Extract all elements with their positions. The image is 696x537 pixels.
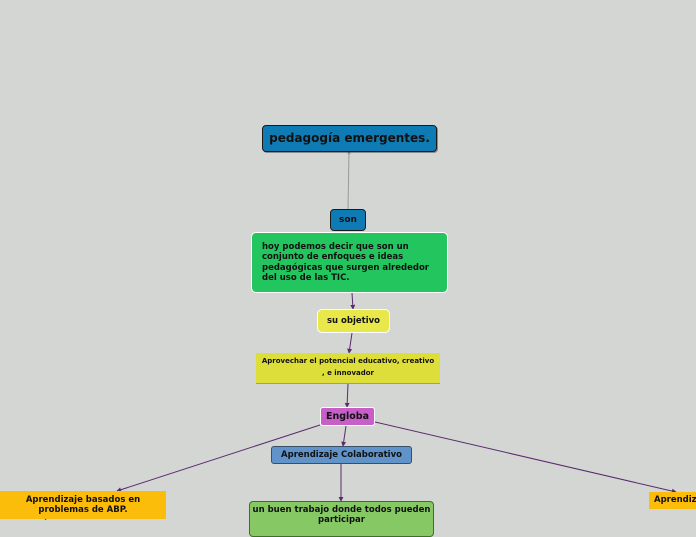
node-colaborativo-label: Aprendizaje Colaborativo (281, 449, 402, 460)
link-title-son-dot (347, 151, 351, 155)
node-title-label: pedagogía emergentes. (269, 131, 430, 146)
link-aprovechar-engloba (344, 383, 350, 408)
node-abp[interactable]: Aprendizaje basados en problemas de ABP. (0, 491, 166, 519)
node-colaborativo[interactable]: Aprendizaje Colaborativo (271, 446, 412, 464)
node-engloba[interactable]: Engloba (320, 407, 375, 426)
node-son-label: son (339, 214, 357, 225)
node-engloba-label: Engloba (325, 410, 370, 422)
node-title[interactable]: pedagogía emergentes. (262, 125, 437, 152)
node-son[interactable]: son (330, 209, 366, 231)
node-abp-label: Aprendizaje basados en problemas de ABP. (25, 494, 141, 515)
node-definition-label: hoy podemos decir que son un conjunto de… (262, 242, 429, 283)
node-right[interactable]: Aprendizaje (649, 492, 696, 509)
link-engloba-abp (116, 424, 321, 493)
node-trabajo-label: un buen trabajo donde todos pueden parti… (252, 505, 431, 526)
link-def-objective (350, 292, 356, 310)
node-definition[interactable]: hoy podemos decir que son un conjunto de… (251, 232, 448, 293)
node-aprovechar-label: Aprovechar el potencial educativo, creat… (261, 357, 435, 377)
link-engloba-colaborativo (341, 425, 347, 447)
connector-layer (44, 151, 677, 520)
node-aprovechar[interactable]: Aprovechar el potencial educativo, creat… (256, 353, 440, 384)
node-objective[interactable]: su objetivo (317, 309, 390, 333)
link-engloba-right (374, 421, 677, 494)
node-objective-label: su objetivo (326, 315, 381, 326)
node-right-label: Aprendizaje (654, 495, 696, 506)
node-trabajo[interactable]: un buen trabajo donde todos pueden parti… (249, 501, 434, 537)
link-objective-aprovechar (347, 332, 353, 354)
link-title-son (347, 151, 350, 210)
